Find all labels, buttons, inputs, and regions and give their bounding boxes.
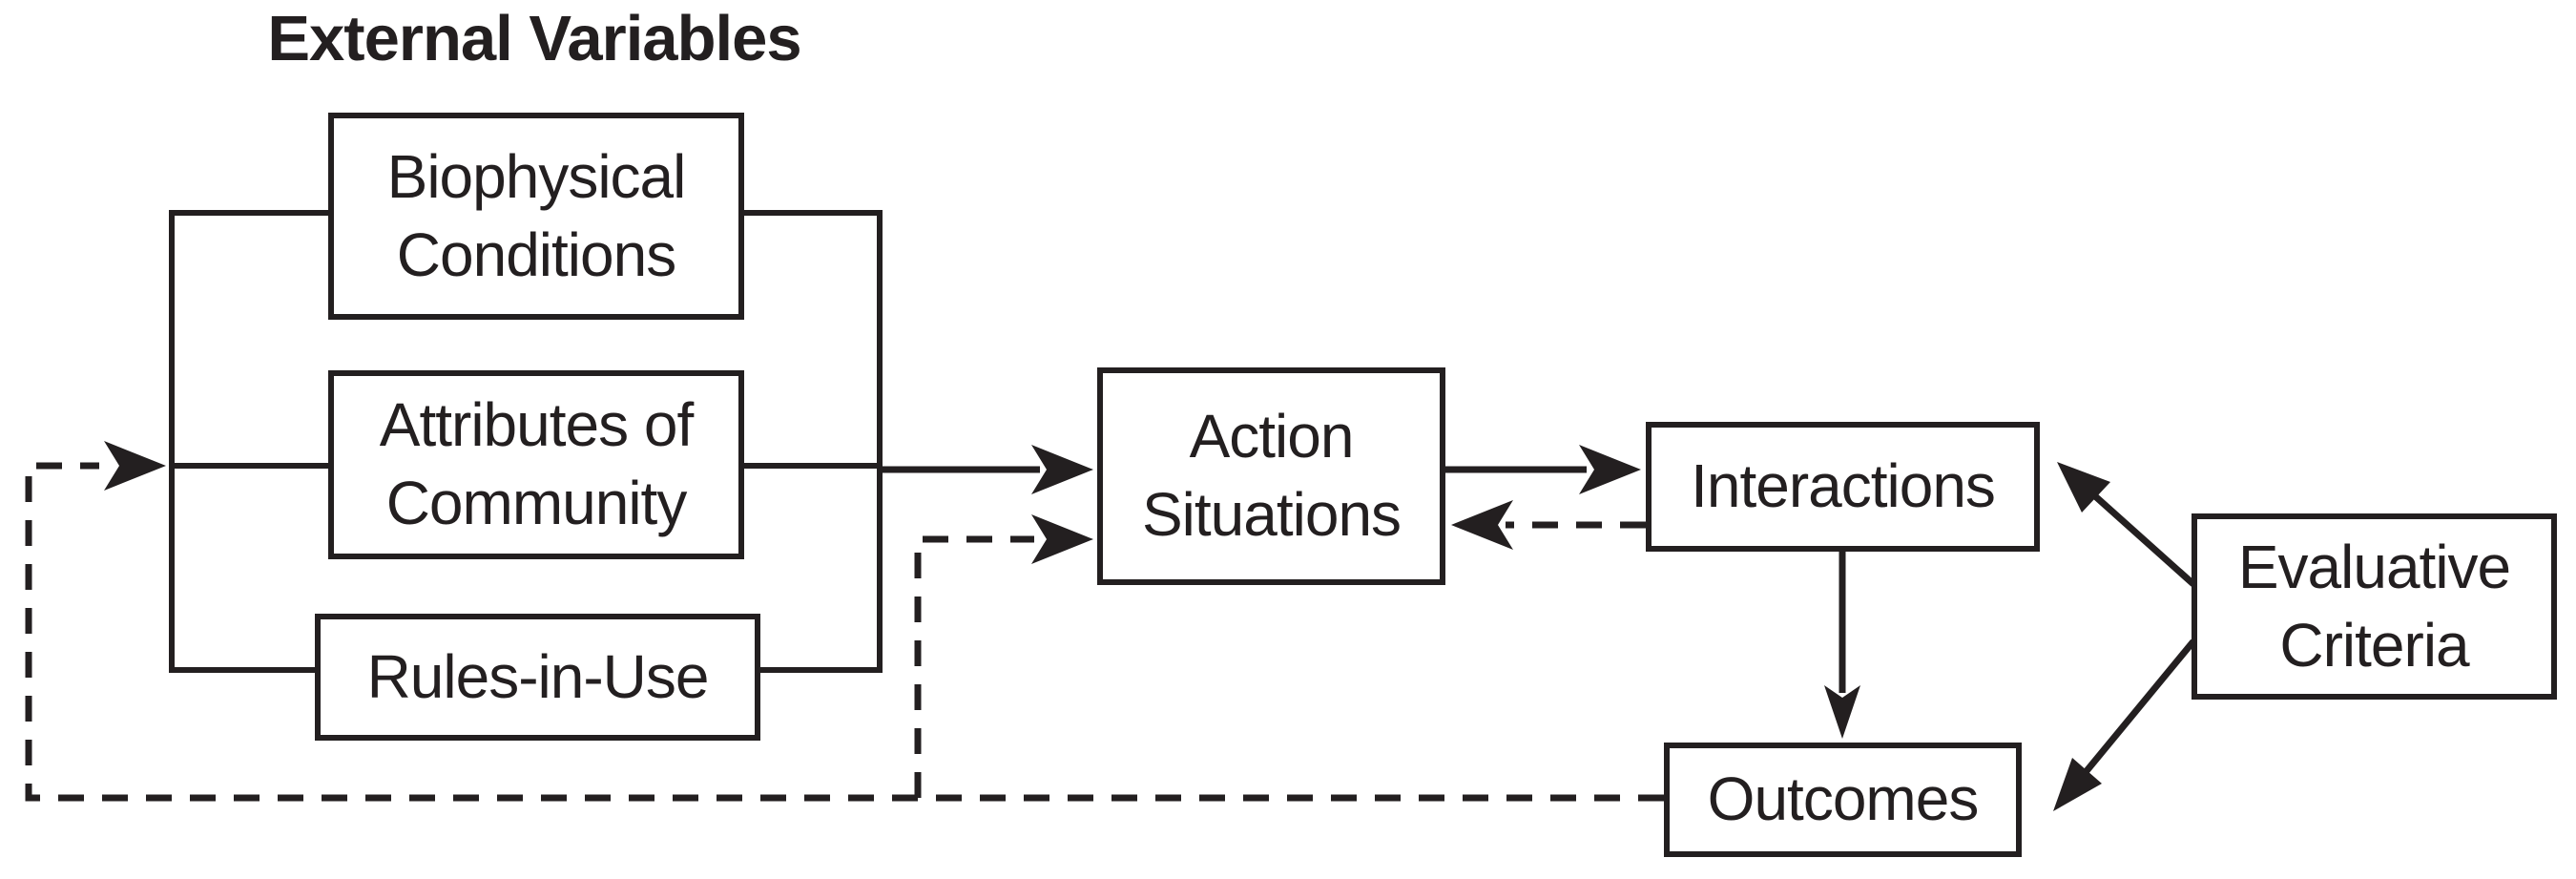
node-interactions-label: Interactions [1691,451,1996,521]
arrowhead-bracket-to-action [1031,445,1093,494]
node-rules-in-use: Rules-in-Use [315,614,760,741]
node-action-situations-label: Action Situations [1141,402,1402,549]
arrow-evaluative-to-outcomes-shaft [2083,638,2196,775]
arrowhead-interactions-to-action [1451,500,1513,550]
bracket-right [744,210,883,673]
node-evaluative-criteria: Evaluative Criteria [2192,513,2557,700]
arrowhead-interactions-to-outcomes [1824,685,1860,739]
node-rules-in-use-label: Rules-in-Use [366,641,710,711]
feedback-branch-to-action-shaft [914,535,1034,798]
arrowhead-evaluative-to-outcomes [2053,758,2102,811]
arrowhead-feedback-to-action [1031,514,1093,564]
node-attributes-of-community: Attributes of Community [328,370,744,559]
arrowhead-evaluative-to-interactions [2057,462,2110,513]
bracket-left [169,210,328,673]
node-biophysical-conditions: Biophysical Conditions [328,113,744,320]
feedback-outcomes-to-bracket-shaft [25,462,1664,802]
node-attributes-of-community-label: Attributes of Community [379,390,694,537]
node-action-situations: Action Situations [1097,367,1445,585]
arrow-evaluative-to-interactions-shaft [2091,492,2196,587]
arrowhead-feedback-to-bracket [104,441,166,491]
diagram-title: External Variables [267,3,801,74]
arrowhead-action-to-interactions [1579,445,1641,494]
node-outcomes: Outcomes [1664,743,2022,857]
node-evaluative-criteria-label: Evaluative Criteria [2237,532,2511,680]
node-outcomes-label: Outcomes [1707,764,1980,834]
node-biophysical-conditions-label: Biophysical Conditions [386,141,687,289]
node-interactions: Interactions [1646,422,2040,552]
